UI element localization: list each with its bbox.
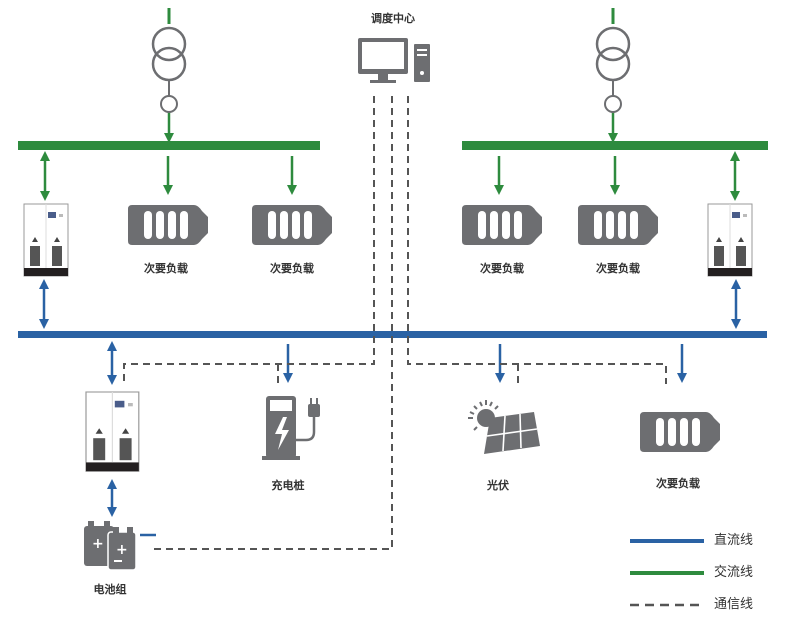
load-icon-3 [462, 205, 542, 245]
dispatch-center-label: 调度中心 [371, 12, 415, 25]
load-icon-4 [578, 205, 658, 245]
comm-lines [123, 96, 667, 550]
converter-cabinet-left-icon [23, 203, 69, 277]
load-icon-1 [128, 205, 208, 245]
secondary-load-label-5: 次要负载 [656, 477, 700, 490]
battery-pack-icon: + + [84, 521, 156, 571]
load-icon-2 [252, 205, 332, 245]
secondary-load-label-4: 次要负载 [596, 262, 640, 275]
transformer-left-icon [151, 6, 187, 114]
ac-bus-right [462, 141, 768, 150]
converter-cabinet-right-icon [707, 203, 753, 277]
battery-pack-label: 电池组 [93, 583, 127, 596]
svg-text:+: + [116, 542, 128, 558]
secondary-load-label-3: 次要负载 [480, 262, 524, 275]
legend-swatches [630, 539, 704, 607]
legend-comm-label: 通信线 [714, 597, 754, 612]
svg-text:+: + [92, 536, 104, 552]
ac-lines [18, 108, 768, 201]
computer-icon [358, 38, 430, 83]
legend-ac-label: 交流线 [714, 565, 754, 580]
transformer-right-icon [595, 6, 631, 114]
load-icon-5 [640, 412, 720, 452]
charging-pile-icon [262, 396, 320, 460]
dc-lines [18, 279, 767, 517]
secondary-load-label-1: 次要负载 [144, 262, 188, 275]
charging-pile-label: 充电桩 [271, 479, 305, 492]
converter-cabinet-bottom-icon [85, 391, 140, 472]
solar-panel-icon [468, 400, 540, 454]
photovoltaic-label: 光伏 [487, 479, 509, 492]
dc-bus [18, 331, 767, 338]
legend-dc-label: 直流线 [714, 533, 754, 548]
ac-bus-left [18, 141, 320, 150]
secondary-load-label-2: 次要负载 [270, 262, 314, 275]
